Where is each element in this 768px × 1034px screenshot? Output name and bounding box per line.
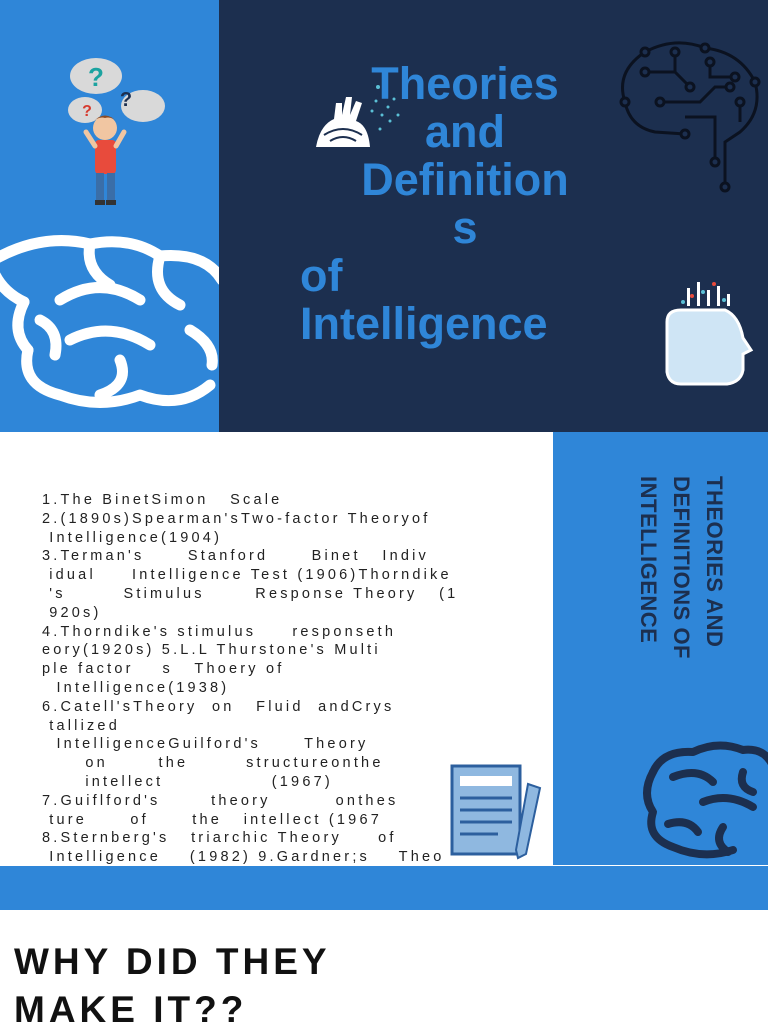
bottom-blue-bar <box>0 866 768 910</box>
list-item: 1.The BinetSimon Scale <box>42 492 283 508</box>
section-heading-line: WHY DID THEY <box>14 941 331 982</box>
title-line: s <box>452 202 478 253</box>
list-item: eory(1920s) 5.L.L Thurstone's Multi <box>42 642 381 659</box>
list-item: 4.Thorndike's stimulus responseth <box>42 623 397 640</box>
vertical-heading: THEORIES AND DEFINITIONS OF INTELLIGENCE <box>632 476 762 766</box>
speech-bubbles: ? ? ? <box>68 58 165 123</box>
svg-text:?: ? <box>82 103 92 120</box>
list-item: 8.Sternberg's triarchic Theory of <box>42 830 397 847</box>
list-item: 920s) <box>42 604 102 621</box>
title-line: Theories <box>371 58 559 109</box>
thinking-person-image: ? ? ? <box>0 58 228 408</box>
vertical-heading-text: THEORIES AND DEFINITIONS OF INTELLIGENCE <box>636 476 727 659</box>
header-panel <box>219 0 768 432</box>
right-decor-panel <box>553 432 768 865</box>
list-item: 3.Terman's Stanford Binet Indiv <box>42 548 429 565</box>
list-item: 6.Catell'sTheory on Fluid andCrys <box>42 698 395 715</box>
theory-list: 1.The BinetSimon Scale 2.(1890s)Spearman… <box>42 491 507 866</box>
robot-hand-icon <box>316 85 400 147</box>
list-item: intellect (1967) <box>42 773 333 790</box>
left-decor-panel: ? ? ? <box>0 0 228 432</box>
notepad-pencil-icon <box>450 764 542 860</box>
list-item: on the structureonthe <box>42 755 384 772</box>
list-item: 2.(1890s)Spearman'sTwo-factor Theoryof <box>42 510 431 527</box>
title-line: of <box>300 250 343 301</box>
list-item: Intelligence(1904) <box>42 529 223 546</box>
title-line: Intelligence <box>300 298 548 349</box>
section-heading: WHY DID THEY MAKE IT?? <box>14 938 434 1034</box>
svg-text:?: ? <box>88 62 104 92</box>
list-item: Intelligence(1938) <box>42 679 230 696</box>
boy-figure <box>83 115 127 205</box>
svg-text:?: ? <box>120 89 132 111</box>
section-heading-line: MAKE IT?? <box>14 989 248 1030</box>
digital-head-icon <box>665 282 754 386</box>
brain-outline-left <box>0 235 228 408</box>
title-line: and <box>424 106 505 157</box>
list-item: Intelligence (1982) 9.Gardner;s Theo <box>42 849 445 866</box>
list-item: ture of the intellect (1967 <box>42 811 382 828</box>
list-item: 7.Guiflford's theory onthes <box>42 792 399 809</box>
list-item: 's Stimulus Response Theory (1 <box>42 585 459 602</box>
list-item: tallized <box>42 717 120 734</box>
circuit-brain-icon <box>619 41 761 193</box>
list-item: idual Intelligence Test (1906)Thorndike <box>42 567 452 584</box>
header-decorations <box>316 41 761 386</box>
list-item: IntelligenceGuilford's Theory <box>42 736 369 753</box>
list-item: ple factor s Thoery of <box>42 661 285 678</box>
title-line: Definition <box>361 154 569 205</box>
page-title: Theories and Definition s of Intelligenc… <box>300 60 630 348</box>
brain-outline-right <box>643 741 768 859</box>
